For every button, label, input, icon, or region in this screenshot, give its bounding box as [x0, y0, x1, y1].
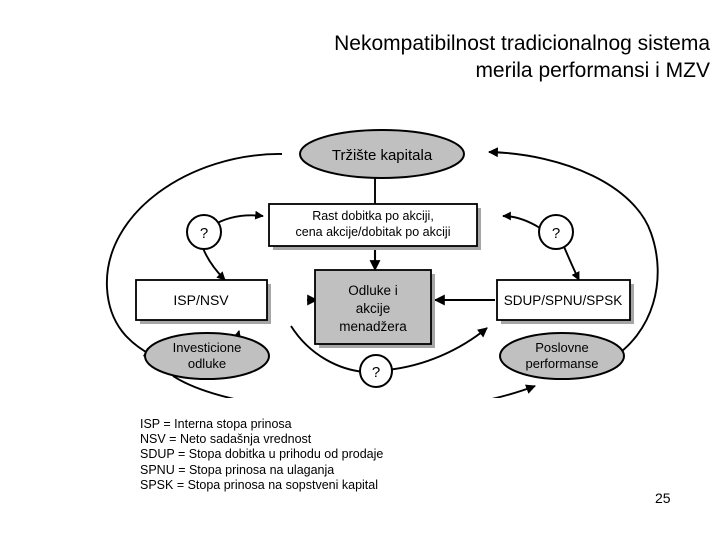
node-question-left[interactable]: ?: [186, 214, 222, 250]
question-bottom-label: ?: [372, 364, 380, 381]
poslovne-performanse-label-2: performanse: [526, 356, 599, 371]
abbreviation-legend: ISP = Interna stopa prinosa NSV = Neto s…: [140, 417, 383, 493]
node-investicione-odluke[interactable]: Investicione odluke: [144, 332, 270, 380]
page-number: 25: [655, 490, 671, 506]
sdup-shape: [496, 279, 631, 321]
investicione-odluke-shape: [144, 332, 270, 380]
isp-nsv-label: ISP/NSV: [173, 292, 229, 308]
connector-trziste-to-investicione: [106, 153, 283, 357]
page-title: Nekompatibilnost tradicionalnog sistema …: [150, 30, 710, 84]
node-question-bottom[interactable]: ?: [359, 354, 393, 388]
legend-line-isp: ISP = Interna stopa prinosa: [140, 417, 292, 431]
center-box-label-3: menadžera: [339, 319, 407, 334]
rast-dobitka-label-1: Rast dobitka po akciji,: [312, 209, 434, 223]
node-trziste-kapitala[interactable]: Tržište kapitala: [299, 129, 465, 179]
connector-poslovne-to-trziste: [488, 147, 659, 362]
poslovne-performanse-label-1: Poslovne: [535, 340, 588, 355]
legend-line-sdup: SDUP = Stopa dobitka u prihodu od prodaj…: [140, 447, 384, 462]
isp-nsv-shape: [135, 279, 268, 321]
question-right-label: ?: [552, 225, 560, 242]
title-line-2: merila performansi i MZV: [475, 59, 710, 82]
connector-investicione-to-poslovne: [172, 375, 536, 398]
center-box-label-1: Odluke i: [348, 283, 398, 298]
node-odluke-akcije-menadzera[interactable]: Odluke i akcije menadžera: [314, 269, 435, 348]
node-question-right[interactable]: ?: [538, 214, 574, 250]
center-box-label-2: akcije: [356, 301, 391, 316]
node-sdup-spnu-spsk[interactable]: SDUP/SPNU/SPSK: [496, 279, 634, 324]
trziste-kapitala-label: Tržište kapitala: [332, 147, 433, 164]
legend-line-spsk: SPSK = Stopa prinosa na sopstveni kapita…: [140, 477, 378, 492]
legend-line-spnu: SPNU = Stopa prinosa na ulaganja: [140, 462, 335, 477]
node-isp-nsv[interactable]: ISP/NSV: [135, 279, 271, 324]
node-rast-dobitka[interactable]: Rast dobitka po akciji, cena akcije/dobi…: [268, 203, 481, 250]
question-bottom-circle: [359, 354, 393, 388]
legend-line-nsv: NSV = Neto sadašnja vrednost: [140, 432, 312, 447]
title-line-1: Nekompatibilnost tradicionalnog sistema: [334, 32, 710, 55]
poslovne-performanse-shape: [499, 332, 625, 380]
sdup-label: SDUP/SPNU/SPSK: [504, 293, 623, 308]
center-box-shape: [314, 269, 432, 345]
investicione-odluke-label-2: odluke: [188, 356, 226, 371]
question-left-circle: [186, 214, 222, 250]
connector-bottom-left-curve: [290, 325, 366, 373]
rast-dobitka-label-2: cena akcije/dobitak po akciji: [296, 225, 451, 239]
question-right-circle: [538, 214, 574, 250]
rast-dobitka-shape: [268, 203, 478, 247]
investicione-odluke-label-1: Investicione: [173, 340, 242, 355]
diagram-figure: Tržište kapitala Rast dobitka po akciji,…: [95, 128, 675, 398]
connector-question-to-sdup: [386, 327, 488, 371]
question-left-label: ?: [200, 225, 208, 242]
node-poslovne-performanse[interactable]: Poslovne performanse: [499, 332, 625, 380]
connector-questionright-to-rast: [502, 211, 541, 229]
trziste-kapitala-shape: [299, 129, 465, 179]
